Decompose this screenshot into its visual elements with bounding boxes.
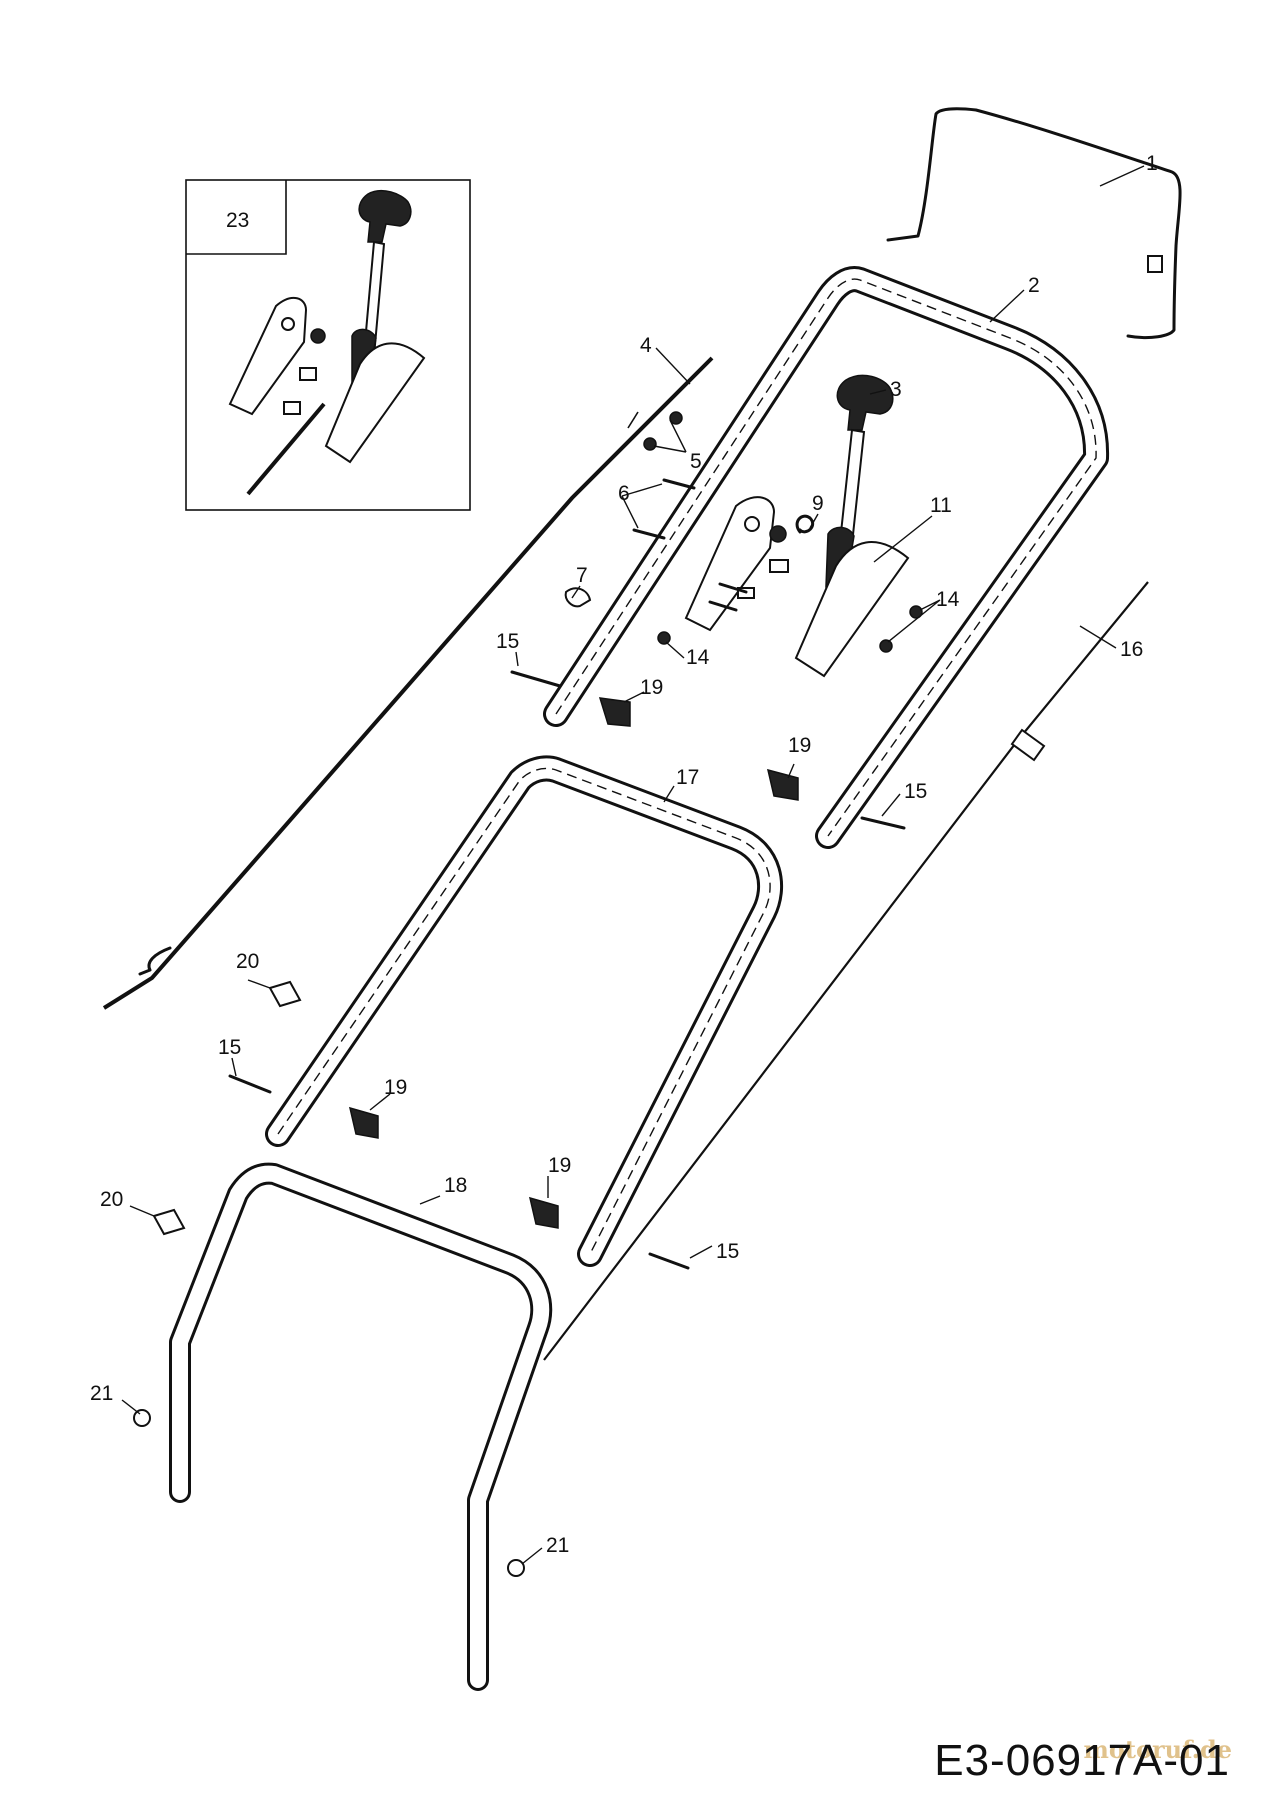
callout-7: 7 [576, 564, 588, 587]
callout-14a: 14 [936, 588, 960, 611]
spacer-icon-20a [268, 980, 302, 1008]
carriage-bolts-15 [228, 670, 906, 1270]
bolt-icon-6b [632, 528, 666, 540]
nut-icon-14c [879, 639, 893, 653]
inset-box-23: 23 [185, 179, 471, 511]
callout-5: 5 [690, 450, 702, 473]
part-16-cable [543, 581, 1149, 1361]
spring-icon [795, 514, 815, 534]
bolt-icon-15c [228, 1074, 272, 1094]
callout-14b: 14 [686, 646, 710, 669]
callout-19c: 19 [384, 1076, 407, 1099]
callout-20b: 20 [100, 1188, 123, 1211]
watermark-suffix: .de [1191, 1735, 1232, 1764]
callout-19d: 19 [548, 1154, 571, 1177]
callout-2: 2 [1028, 274, 1040, 297]
bolt-icon-15b [860, 816, 906, 830]
callout-21a: 21 [90, 1382, 113, 1405]
callout-11: 11 [930, 494, 952, 517]
knob-icon [836, 374, 894, 431]
callout-21b: 21 [546, 1534, 569, 1557]
hardware-small [564, 411, 923, 653]
nut-icon-5a [669, 411, 683, 425]
nut-icon-14b [909, 605, 923, 619]
callout-9: 9 [812, 492, 824, 515]
spacers-20 [152, 980, 302, 1236]
document-code: E3-06917A-01 [934, 1736, 1230, 1785]
callout-labels: 1 2 3 4 5 6 7 9 11 14 14 15 15 15 15 16 … [90, 152, 1158, 1557]
bolt-icon-15d [648, 1252, 690, 1270]
callout-15b: 15 [904, 780, 927, 803]
wing-knob-icon-19b [766, 768, 799, 801]
wing-knob-icon-19a [598, 697, 631, 727]
callout-15d: 15 [716, 1240, 739, 1263]
callout-1: 1 [1146, 152, 1158, 175]
part-1-control-bail [886, 107, 1182, 340]
callout-4: 4 [640, 334, 652, 357]
nut-icon-21b [507, 1559, 525, 1577]
wing-knob-icon-19c [348, 1106, 379, 1139]
part-18-lower-handle [169, 1162, 553, 1691]
part-17-middle-handle [265, 755, 783, 1267]
inset-box-label: 23 [226, 209, 249, 232]
watermark-logo: motoruf.de [1084, 1735, 1232, 1764]
nut-icon-14a [657, 631, 671, 645]
bolt-icon-15a [510, 670, 562, 688]
inset-knob-icon [358, 190, 412, 243]
callout-20a: 20 [236, 950, 259, 973]
callout-15a: 15 [496, 630, 519, 653]
leader-lines [121, 165, 1145, 1565]
nut-icon-5b [643, 437, 657, 451]
bolt-icon-6a [662, 478, 696, 490]
part-3-knob [836, 374, 894, 546]
callout-17: 17 [676, 766, 699, 789]
bracket-assembly [684, 496, 910, 678]
wing-knob-icon-19d [528, 1196, 559, 1229]
nuts-21 [133, 1409, 525, 1577]
callout-19b: 19 [788, 734, 811, 757]
inset-bracket-icon [228, 296, 308, 416]
part-2-upper-handle [543, 266, 1110, 849]
part-4-cable [102, 356, 714, 1010]
callout-15c: 15 [218, 1036, 241, 1059]
callout-19a: 19 [640, 676, 663, 699]
callout-16: 16 [1120, 638, 1143, 661]
wing-knobs-19 [348, 697, 799, 1229]
callout-18: 18 [444, 1174, 467, 1197]
watermark-main: motoruf [1083, 1735, 1192, 1764]
nut-icon-21a [133, 1409, 151, 1427]
spacer-icon-20b [152, 1208, 186, 1236]
clip-icon-7 [564, 587, 592, 608]
callout-6: 6 [618, 482, 630, 505]
callout-3: 3 [890, 378, 902, 401]
